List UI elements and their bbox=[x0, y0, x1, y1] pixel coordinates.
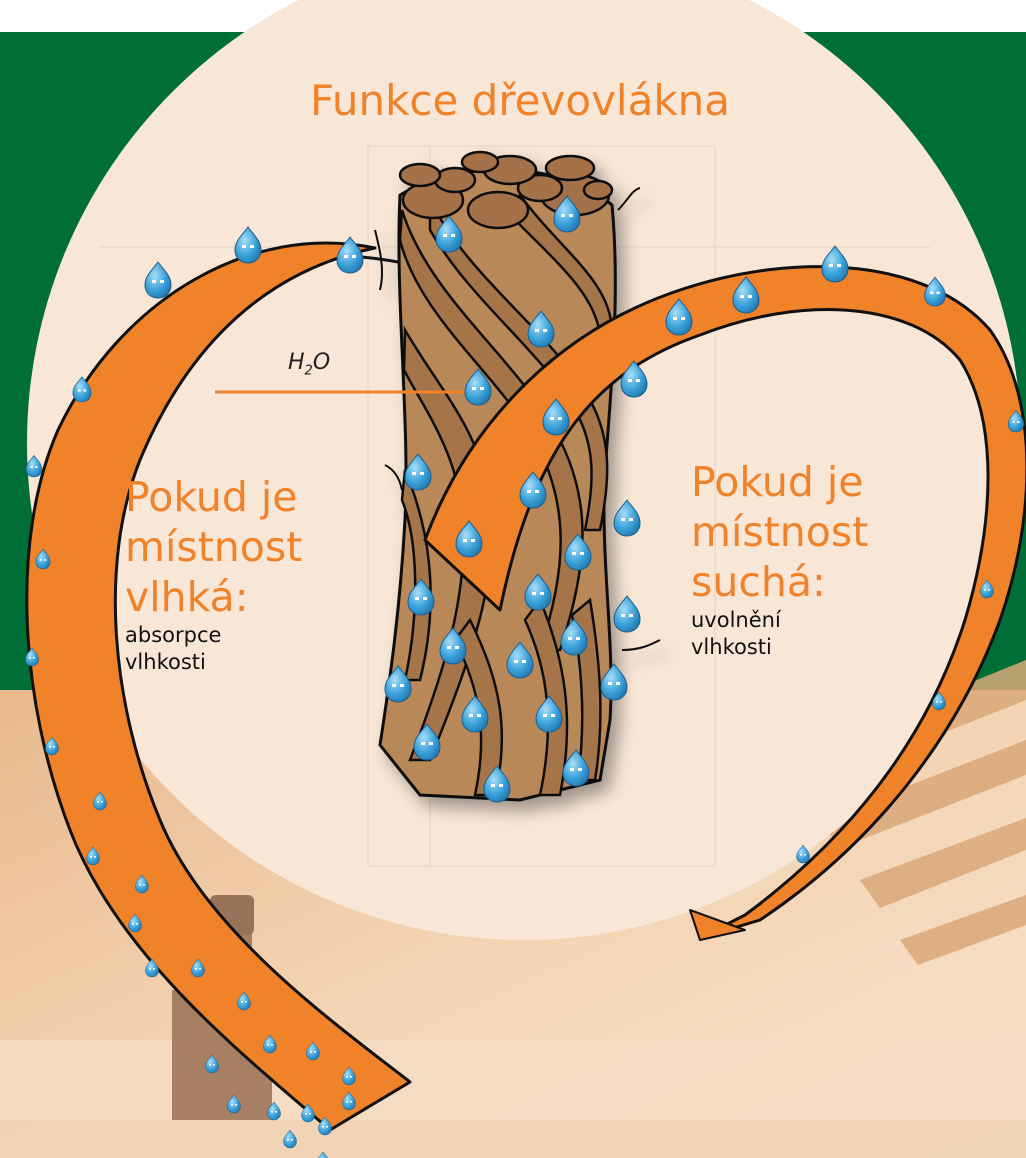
dry-heading-line-2: místnost bbox=[691, 507, 941, 557]
dry-caption-line-2: vlhkosti bbox=[691, 634, 941, 661]
dry-heading-line-3: suchá: bbox=[691, 557, 941, 607]
humid-caption-line-1: absorpce bbox=[125, 622, 375, 649]
diagram-title: Funkce dřevovlákna bbox=[260, 76, 780, 125]
humid-heading-line-1: Pokud je bbox=[125, 472, 375, 522]
dry-caption-line-1: uvolnění bbox=[691, 607, 941, 634]
dry-room-label: Pokud je místnost suchá: uvolnění vlhkos… bbox=[691, 457, 941, 661]
h2o-symbol-o: O bbox=[313, 350, 330, 375]
dry-heading-line-1: Pokud je bbox=[691, 457, 941, 507]
h2o-subscript: 2 bbox=[305, 363, 313, 378]
h2o-symbol-h: H bbox=[288, 350, 305, 375]
humid-heading-line-2: místnost bbox=[125, 522, 375, 572]
humid-heading-line-3: vlhká: bbox=[125, 572, 375, 622]
h2o-label: H2O bbox=[288, 350, 330, 378]
humid-room-label: Pokud je místnost vlhká: absorpce vlhkos… bbox=[125, 472, 375, 676]
humid-caption-line-2: vlhkosti bbox=[125, 649, 375, 676]
